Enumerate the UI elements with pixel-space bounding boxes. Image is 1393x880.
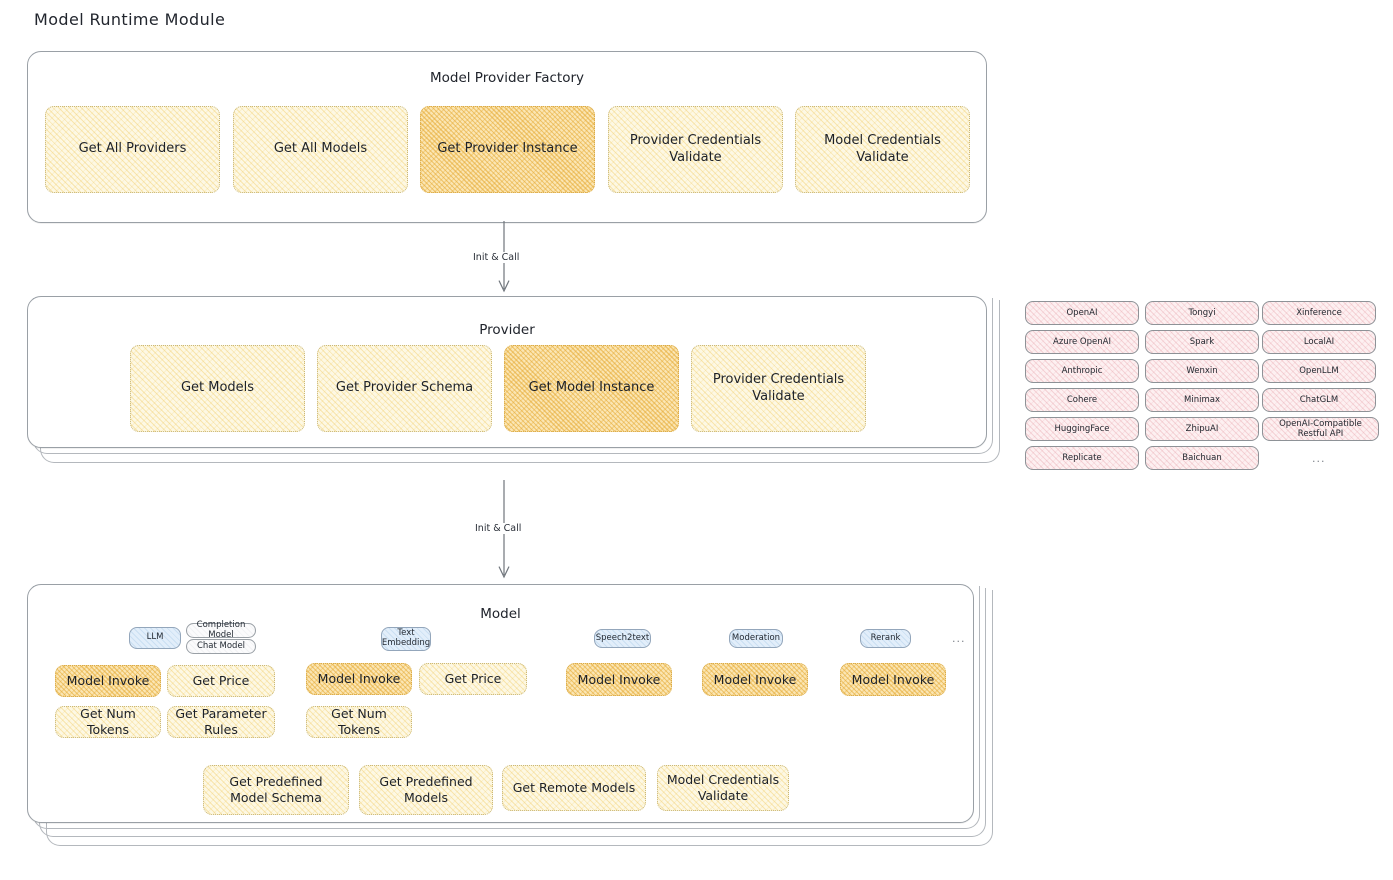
panel-title-model-provider-factory: Model Provider Factory	[429, 70, 584, 86]
chip-get-model-instance[interactable]: Get Model Instance	[504, 345, 679, 432]
chip-moderation-model-invoke[interactable]: Model Invoke	[702, 663, 808, 696]
provider-pill-anthropic[interactable]: Anthropic	[1025, 359, 1139, 383]
provider-pill-wenxin[interactable]: Wenxin	[1145, 359, 1259, 383]
provider-pill-openai-compatible-restful-api[interactable]: OpenAI-Compatible Restful API	[1262, 417, 1379, 441]
provider-pill-localai[interactable]: LocalAI	[1262, 330, 1376, 354]
provider-pill-openllm[interactable]: OpenLLM	[1262, 359, 1376, 383]
chip-get-all-providers[interactable]: Get All Providers	[45, 106, 220, 193]
provider-pill-minimax[interactable]: Minimax	[1145, 388, 1259, 412]
panel-title-model: Model	[480, 606, 521, 622]
chip-provider-credentials-validate-2[interactable]: Provider Credentials Validate	[691, 345, 866, 432]
provider-pill-chatglm[interactable]: ChatGLM	[1262, 388, 1376, 412]
chip-speech2text-model-invoke[interactable]: Model Invoke	[566, 663, 672, 696]
provider-pill-tongyi[interactable]: Tongyi	[1145, 301, 1259, 325]
provider-pill-azure-openai[interactable]: Azure OpenAI	[1025, 330, 1139, 354]
chip-text-embedding-get-price[interactable]: Get Price	[419, 663, 527, 695]
badge-model-type-rerank[interactable]: Rerank	[860, 629, 911, 648]
badge-llm-completion-model[interactable]: Completion Model	[186, 620, 256, 639]
chip-text-embedding-get-num-tokens[interactable]: Get Num Tokens	[306, 706, 412, 738]
badge-model-type-moderation[interactable]: Moderation	[729, 629, 783, 648]
chip-llm-get-price[interactable]: Get Price	[167, 665, 275, 697]
chip-model-credentials-validate[interactable]: Model Credentials Validate	[795, 106, 970, 193]
provider-pill-openai[interactable]: OpenAI	[1025, 301, 1139, 325]
arrow-label-init-call-1: Init & Call	[470, 252, 523, 263]
panel-title-provider: Provider	[479, 322, 535, 338]
chip-llm-model-invoke[interactable]: Model Invoke	[55, 665, 161, 697]
page-title: Model Runtime Module	[34, 10, 226, 29]
chip-get-provider-schema[interactable]: Get Provider Schema	[317, 345, 492, 432]
badge-model-type-text-embedding[interactable]: Text Embedding	[381, 627, 431, 651]
badge-model-type-llm[interactable]: LLM	[129, 627, 181, 649]
provider-pill-xinference[interactable]: Xinference	[1262, 301, 1376, 325]
panel-model: Model	[27, 584, 974, 823]
arrow-label-init-call-2: Init & Call	[472, 523, 525, 534]
provider-pill-zhipuai[interactable]: ZhipuAI	[1145, 417, 1259, 441]
provider-pill-huggingface[interactable]: HuggingFace	[1025, 417, 1139, 441]
chip-llm-get-num-tokens[interactable]: Get Num Tokens	[55, 706, 161, 738]
chip-get-models[interactable]: Get Models	[130, 345, 305, 432]
model-types-more: ...	[952, 632, 966, 645]
chip-model-credentials-validate-2[interactable]: Model Credentials Validate	[657, 765, 789, 811]
chip-get-provider-instance[interactable]: Get Provider Instance	[420, 106, 595, 193]
chip-get-predefined-model-schema[interactable]: Get Predefined Model Schema	[203, 765, 349, 815]
provider-pill-replicate[interactable]: Replicate	[1025, 446, 1139, 470]
chip-provider-credentials-validate[interactable]: Provider Credentials Validate	[608, 106, 783, 193]
badge-model-type-speech2text[interactable]: Speech2text	[594, 629, 651, 648]
chip-get-predefined-models[interactable]: Get Predefined Models	[359, 765, 493, 815]
chip-get-remote-models[interactable]: Get Remote Models	[502, 765, 646, 811]
provider-pill-spark[interactable]: Spark	[1145, 330, 1259, 354]
provider-pill-baichuan[interactable]: Baichuan	[1145, 446, 1259, 470]
badge-llm-chat-model[interactable]: Chat Model	[186, 639, 256, 654]
provider-pill-cohere[interactable]: Cohere	[1025, 388, 1139, 412]
chip-llm-get-parameter-rules[interactable]: Get Parameter Rules	[167, 706, 275, 738]
chip-get-all-models[interactable]: Get All Models	[233, 106, 408, 193]
chip-text-embedding-model-invoke[interactable]: Model Invoke	[306, 663, 412, 695]
provider-list-more: ...	[1312, 452, 1326, 465]
chip-rerank-model-invoke[interactable]: Model Invoke	[840, 663, 946, 696]
